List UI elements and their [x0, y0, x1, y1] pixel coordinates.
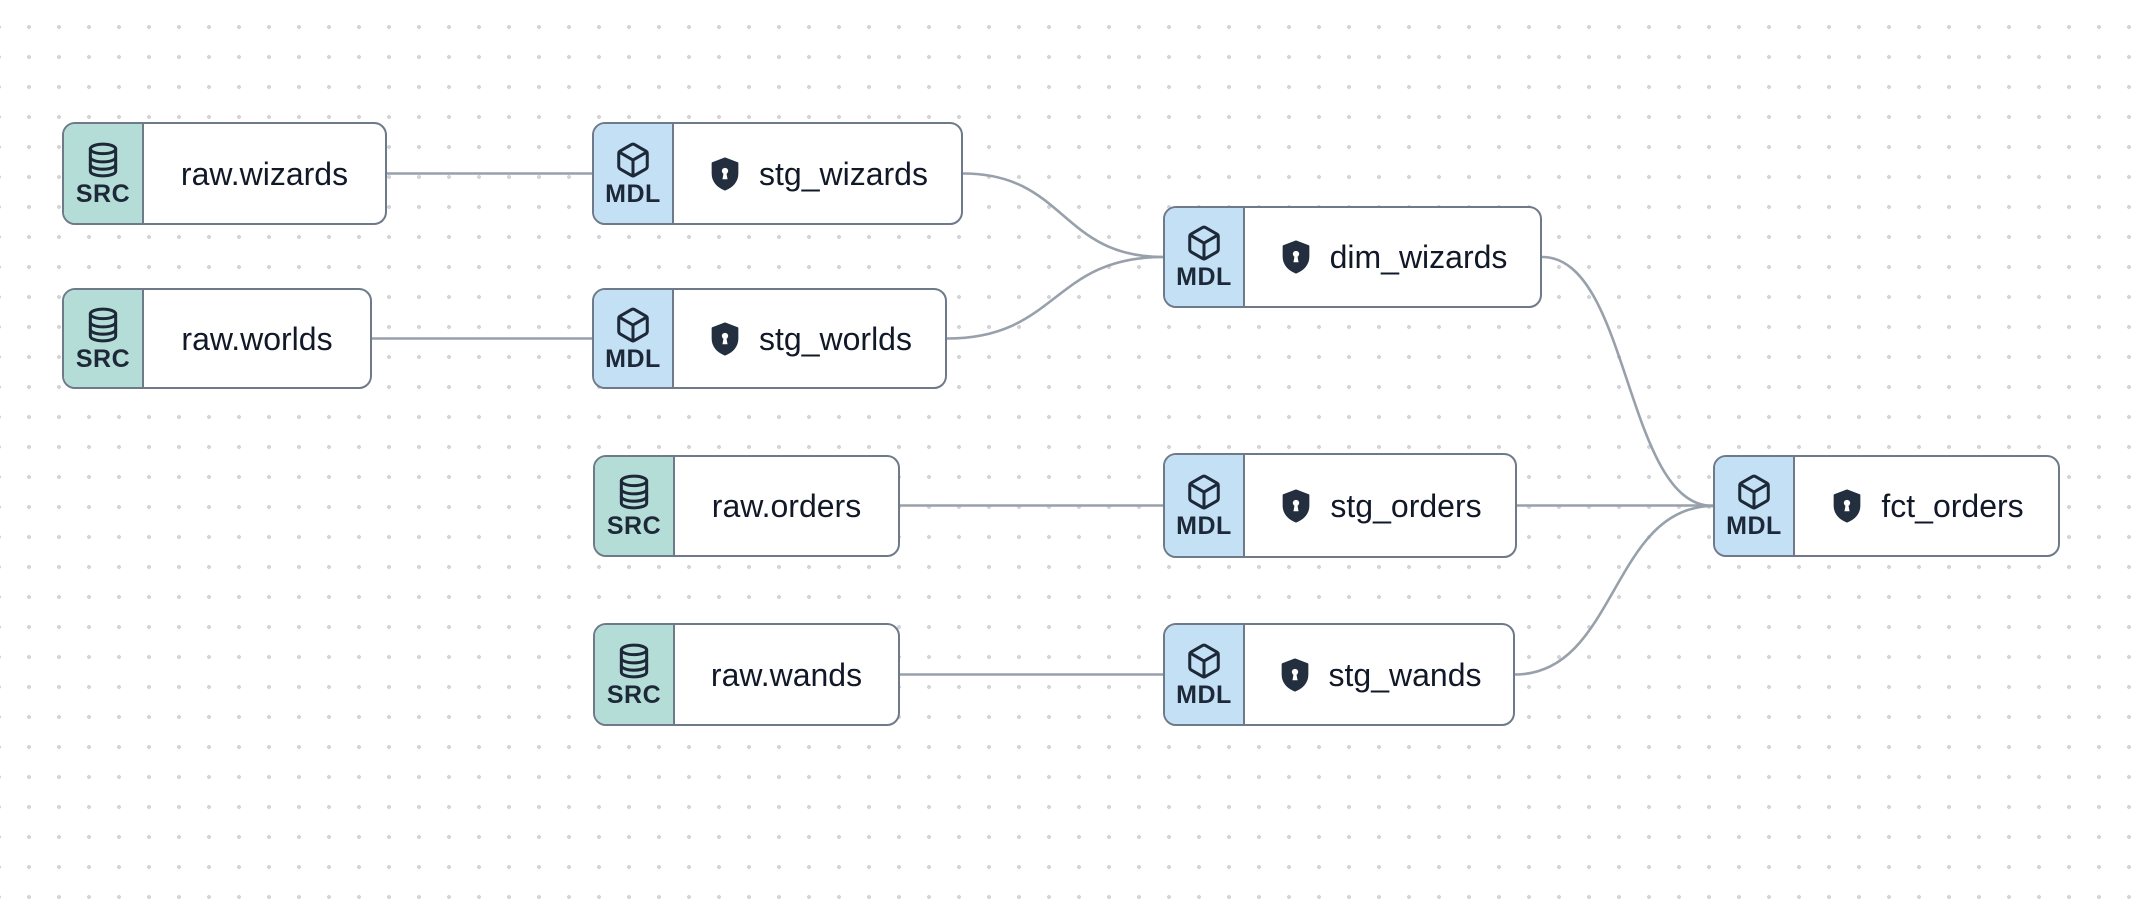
badge-label: MDL — [605, 344, 661, 373]
model-type-badge: MDL — [594, 290, 674, 387]
node-content: stg_orders — [1245, 455, 1515, 556]
model-type-badge: MDL — [1165, 625, 1245, 724]
shield-lock-icon — [707, 319, 743, 359]
model-type-badge: MDL — [1165, 455, 1245, 556]
node-stg-worlds[interactable]: MDL stg_worlds — [592, 288, 947, 389]
node-content: raw.wands — [675, 625, 898, 724]
node-label: stg_orders — [1330, 487, 1482, 524]
node-content: raw.wizards — [144, 124, 385, 223]
node-label: raw.orders — [711, 488, 862, 524]
node-raw-wizards[interactable]: SRC raw.wizards — [62, 122, 387, 225]
cube-icon — [1185, 473, 1223, 511]
database-icon — [615, 642, 653, 680]
node-content: stg_wands — [1245, 625, 1513, 724]
node-content: stg_wizards — [674, 124, 961, 223]
node-stg-orders[interactable]: MDL stg_orders — [1163, 453, 1517, 558]
edge-stg-worlds-to-dim-wizards[interactable] — [946, 255, 1164, 340]
shield-lock-icon — [1829, 486, 1865, 526]
badge-label: SRC — [75, 344, 131, 373]
node-label: raw.wands — [710, 656, 863, 693]
badge-label: MDL — [1176, 511, 1232, 540]
badge-label: MDL — [1726, 512, 1782, 540]
node-content: raw.orders — [675, 457, 898, 555]
badge-label: MDL — [1176, 680, 1232, 709]
node-dim-wizards[interactable]: MDL dim_wizards — [1163, 206, 1542, 308]
node-label: stg_wizards — [759, 155, 928, 192]
node-content: stg_worlds — [674, 290, 945, 387]
edge-stg-wands-to-fct-orders[interactable] — [1514, 504, 1714, 676]
cube-icon — [614, 306, 652, 344]
model-type-badge: MDL — [594, 124, 674, 223]
edge-dim-wizards-to-fct-orders[interactable] — [1541, 255, 1714, 508]
badge-label: SRC — [606, 512, 662, 540]
source-type-badge: SRC — [595, 625, 675, 724]
source-type-badge: SRC — [64, 124, 144, 223]
node-label: stg_wands — [1328, 656, 1482, 693]
badge-label: SRC — [75, 179, 131, 208]
cube-icon — [1185, 642, 1223, 680]
model-type-badge: MDL — [1165, 208, 1245, 306]
database-icon — [615, 473, 653, 511]
node-label: raw.wizards — [180, 155, 349, 192]
node-raw-wands[interactable]: SRC raw.wands — [593, 623, 900, 726]
cube-icon — [1735, 473, 1773, 511]
node-raw-orders[interactable]: SRC raw.orders — [593, 455, 900, 557]
cube-icon — [1185, 224, 1223, 262]
node-label: raw.worlds — [181, 320, 333, 357]
shield-lock-icon — [1278, 486, 1314, 526]
database-icon — [84, 306, 122, 344]
node-fct-orders[interactable]: MDL fct_orders — [1713, 455, 2060, 557]
badge-label: SRC — [606, 680, 662, 709]
node-label: fct_orders — [1881, 488, 2024, 524]
shield-lock-icon — [707, 154, 743, 194]
node-content: fct_orders — [1795, 457, 2058, 555]
model-type-badge: MDL — [1715, 457, 1795, 555]
database-icon — [84, 141, 122, 179]
badge-label: MDL — [605, 179, 661, 208]
cube-icon — [614, 141, 652, 179]
node-stg-wands[interactable]: MDL stg_wands — [1163, 623, 1515, 726]
node-raw-worlds[interactable]: SRC raw.worlds — [62, 288, 372, 389]
shield-lock-icon — [1277, 655, 1313, 695]
node-content: dim_wizards — [1245, 208, 1540, 306]
node-content: raw.worlds — [144, 290, 370, 387]
shield-lock-icon — [1278, 237, 1314, 277]
node-label: stg_worlds — [759, 320, 912, 357]
badge-label: MDL — [1176, 263, 1232, 291]
edge-stg-wizards-to-dim-wizards[interactable] — [962, 172, 1164, 259]
source-type-badge: SRC — [64, 290, 144, 387]
node-label: dim_wizards — [1329, 239, 1508, 275]
source-type-badge: SRC — [595, 457, 675, 555]
node-stg-wizards[interactable]: MDL stg_wizards — [592, 122, 963, 225]
